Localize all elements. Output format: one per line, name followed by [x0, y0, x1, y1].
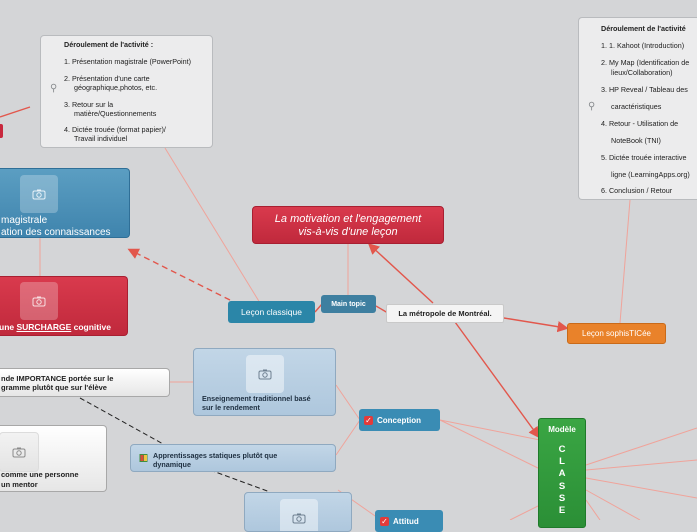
- pin-icon: ⚲: [50, 83, 58, 94]
- activity-right-item: 2. My Map (Identification de: [601, 58, 690, 67]
- apprentissages-line1: Apprentissages statiques plutôt que: [153, 451, 278, 460]
- attitude-label: Attitud: [393, 516, 419, 526]
- activity-right-item: lieux/Collaboration): [611, 68, 673, 77]
- check-icon: ✓: [364, 415, 373, 425]
- modele-classe-node[interactable]: Modèle C L A S S E: [538, 418, 586, 528]
- enseignement-line1: Enseignement traditionnel basé: [202, 394, 311, 403]
- mentor-line2: un mentor: [1, 479, 38, 489]
- activity-left-title: Déroulement de l'activité :: [64, 40, 154, 49]
- modele-letter: S: [558, 492, 566, 504]
- activity-left-item: 2. Présentation d'une carte: [64, 74, 150, 83]
- camera-icon: [0, 432, 39, 472]
- connector-lines: [0, 106, 697, 520]
- check-icon: ✓: [380, 516, 389, 526]
- surcharge-suffix: cognitive: [71, 322, 111, 332]
- magistrale-node[interactable]: magistrale ation des connaissances: [0, 168, 130, 238]
- conception-node[interactable]: ✓ Conception: [359, 409, 440, 431]
- motivation-node[interactable]: La motivation et l'engagement vis-à-vis …: [252, 206, 444, 244]
- apprentissages-node[interactable]: Apprentissages statiques plutôt que dyna…: [130, 444, 336, 472]
- activity-right-item: 1. 1. Kahoot (Introduction): [601, 41, 685, 50]
- lecon-classique-label: Leçon classique: [241, 307, 302, 317]
- activity-right-item: 3. HP Reveal / Tableau des: [601, 85, 688, 94]
- pin-icon: ⚲: [588, 101, 596, 112]
- activity-right-item: 4. Retour - Utilisation de: [601, 119, 679, 128]
- magistrale-line2: ation des connaissances: [1, 227, 111, 238]
- bottom-image-node[interactable]: [244, 492, 352, 532]
- modele-letter: S: [558, 480, 566, 492]
- red-stub-node[interactable]: [0, 124, 3, 138]
- conception-label: Conception: [377, 415, 421, 425]
- activity-left-item: géographique,photos, etc.: [74, 83, 158, 92]
- enseignement-node[interactable]: Enseignement traditionnel basé sur le re…: [193, 348, 336, 416]
- magistrale-line1: magistrale: [1, 215, 48, 226]
- motivation-line2: vis-à-vis d'une leçon: [298, 225, 398, 238]
- central-topic-node[interactable]: La métropole de Montréal.: [386, 304, 504, 323]
- mentor-node[interactable]: comme une personne un mentor: [0, 425, 107, 492]
- importance-node[interactable]: nde IMPORTANCE portée sur le gramme plut…: [0, 368, 170, 397]
- book-icon: [139, 453, 148, 463]
- main-topic-node[interactable]: Main topic: [321, 295, 376, 313]
- activity-left-item: 4. Dictée trouée (format papier)/: [64, 125, 166, 134]
- camera-icon: [280, 499, 318, 531]
- main-topic-label: Main topic: [331, 300, 366, 308]
- importance-line2: gramme plutôt que sur l'élève: [1, 383, 107, 392]
- activity-left-item: Travail individuel: [74, 134, 128, 143]
- lecon-sophis-node[interactable]: Leçon sophisTICée: [567, 323, 666, 344]
- importance-line1: nde IMPORTANCE portée sur le: [1, 374, 114, 383]
- camera-icon: [246, 355, 284, 393]
- activity-left-item: matière/Questionnements: [74, 109, 157, 118]
- mentor-line1: comme une personne: [1, 470, 79, 479]
- surcharge-prefix: une: [0, 322, 17, 332]
- modele-letter: C: [558, 444, 566, 455]
- modele-letter: L: [559, 456, 565, 468]
- central-topic-label: La métropole de Montréal.: [398, 309, 492, 318]
- activity-left-item: 1. Présentation magistrale (PowerPoint): [64, 57, 192, 66]
- modele-title: Modèle: [548, 425, 576, 434]
- modele-letter: E: [558, 505, 566, 517]
- activity-right-item: 5. Dictée trouée interactive: [601, 153, 687, 162]
- lecon-classique-node[interactable]: Leçon classique: [228, 301, 315, 323]
- apprentissages-line2: dynamique: [153, 460, 191, 469]
- camera-icon: [20, 282, 58, 320]
- activity-right-title: Déroulement de l'activité: [601, 24, 686, 33]
- modele-letter: A: [558, 468, 566, 480]
- activity-right-item: ligne (LearningApps.org): [611, 170, 690, 179]
- activity-right-item: caractéristiques: [611, 102, 662, 111]
- enseignement-line2: sur le rendement: [202, 403, 260, 412]
- camera-icon: [20, 175, 58, 213]
- activity-right-item: 6. Conclusion / Retour: [601, 186, 673, 195]
- attitude-node[interactable]: ✓ Attitud: [375, 510, 443, 532]
- activity-note-left[interactable]: Déroulement de l'activité : 1. Présentat…: [40, 35, 213, 148]
- activity-note-right[interactable]: Déroulement de l'activité 1. 1. Kahoot (…: [578, 17, 697, 200]
- activity-right-item: NoteBook (TNI): [611, 136, 661, 145]
- lecon-sophis-label: Leçon sophisTICée: [582, 329, 651, 338]
- motivation-line1: La motivation et l'engagement: [274, 213, 422, 225]
- activity-left-item: 3. Retour sur la: [64, 100, 114, 109]
- surcharge-node[interactable]: une SURCHARGE cognitive: [0, 276, 128, 336]
- surcharge-highlight: SURCHARGE: [16, 322, 72, 332]
